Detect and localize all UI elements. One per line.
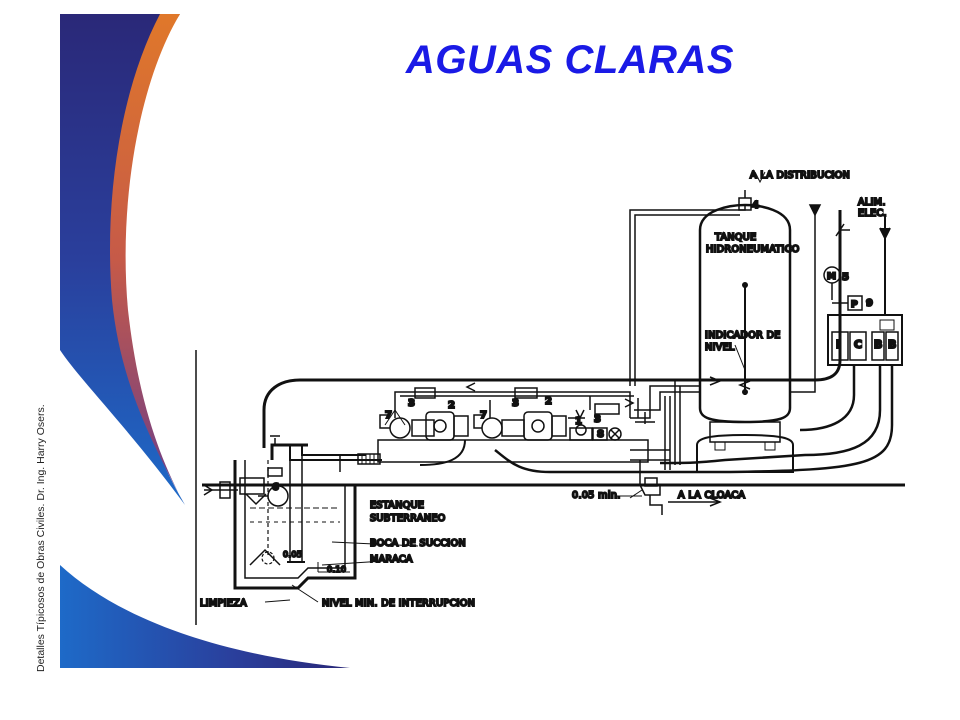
motor-icon bbox=[568, 409, 622, 441]
item-number: 7 bbox=[480, 410, 487, 421]
pump-icon bbox=[473, 411, 567, 441]
item-number: 2 bbox=[448, 400, 455, 411]
label-maraca: MARACA bbox=[370, 554, 413, 565]
panel-letter-b: B bbox=[888, 338, 896, 351]
left-dark-band bbox=[60, 14, 185, 505]
item-number: 7 bbox=[385, 410, 392, 421]
item-number: 3 bbox=[408, 398, 415, 409]
control-panel bbox=[827, 314, 903, 366]
item-number: 6 bbox=[272, 482, 279, 493]
label-underground-tank: ESTANQUE bbox=[370, 500, 424, 511]
label-level-indicator-2: NIVEL bbox=[705, 342, 735, 353]
label-min-height: 0.05 min. bbox=[572, 490, 621, 501]
flow-arrow-icon bbox=[465, 376, 751, 408]
hydropneumatic-tank bbox=[696, 203, 794, 473]
discharge-lines bbox=[394, 380, 700, 470]
pump-icon bbox=[379, 409, 469, 441]
label-level-indicator: INDICADOR DE bbox=[705, 330, 781, 341]
item-number: 2 bbox=[545, 396, 552, 407]
label-distribution: A LA DISTRIBUCION bbox=[750, 170, 850, 181]
panel-letter-c: C bbox=[854, 338, 862, 351]
label-dim-005: 0.05 bbox=[283, 550, 302, 559]
switch-letter-p: P bbox=[851, 300, 858, 310]
tank-feed-line bbox=[629, 190, 752, 386]
panel-letter-b: B bbox=[874, 338, 882, 351]
page-title: AGUAS CLARAS bbox=[405, 38, 735, 82]
panel-letter-i: I bbox=[836, 338, 840, 351]
label-tank-2: HIDRONEUMATICO bbox=[706, 244, 800, 255]
label-min-level: NIVEL MIN. DE INTERRUPCION bbox=[322, 598, 475, 609]
item-number: 5 bbox=[842, 272, 849, 283]
item-number: 1 bbox=[575, 416, 582, 427]
label-suction-mouth: BOCA DE SUCCION bbox=[370, 538, 466, 549]
electrical-cables bbox=[419, 365, 894, 474]
label-power-2: ELEC. bbox=[858, 208, 887, 219]
label-power: ALIM. bbox=[858, 197, 886, 208]
label-tank: TANQUE bbox=[714, 232, 757, 243]
inlet-valve-icon bbox=[203, 477, 289, 507]
sewer-drain bbox=[615, 460, 723, 515]
hydropneumatic-system-diagram: A LA DISTRIBUCION ALIM. ELEC. TANQUE HID… bbox=[195, 169, 905, 625]
item-number: 8 bbox=[597, 429, 604, 440]
leader-lines bbox=[264, 344, 746, 603]
label-dim-010: 0.10 bbox=[327, 565, 346, 574]
bottom-blue-band bbox=[60, 565, 350, 668]
label-cleaning: LIMPIEZA bbox=[200, 598, 247, 609]
power-supply-line bbox=[879, 215, 891, 315]
strainer-icon bbox=[357, 453, 381, 465]
item-number: 9 bbox=[866, 298, 873, 309]
label-underground-tank-2: SUBTERRANEO bbox=[370, 513, 446, 524]
item-number: 3 bbox=[594, 414, 601, 425]
left-orange-band bbox=[110, 14, 185, 505]
credit-text: Detalles Típicosos de Obras Civiles. Dr.… bbox=[35, 404, 47, 672]
suction-line bbox=[267, 435, 382, 477]
item-number: 3 bbox=[512, 398, 519, 409]
label-sewer: A LA CLOACA bbox=[678, 490, 745, 501]
pump-base bbox=[377, 439, 649, 463]
pressure-switch-icon bbox=[832, 295, 863, 311]
distribution-line bbox=[754, 171, 822, 393]
gauge-letter-m: M bbox=[827, 272, 836, 282]
pressure-gauge-icon bbox=[823, 266, 841, 300]
item-number: 4 bbox=[752, 200, 759, 211]
